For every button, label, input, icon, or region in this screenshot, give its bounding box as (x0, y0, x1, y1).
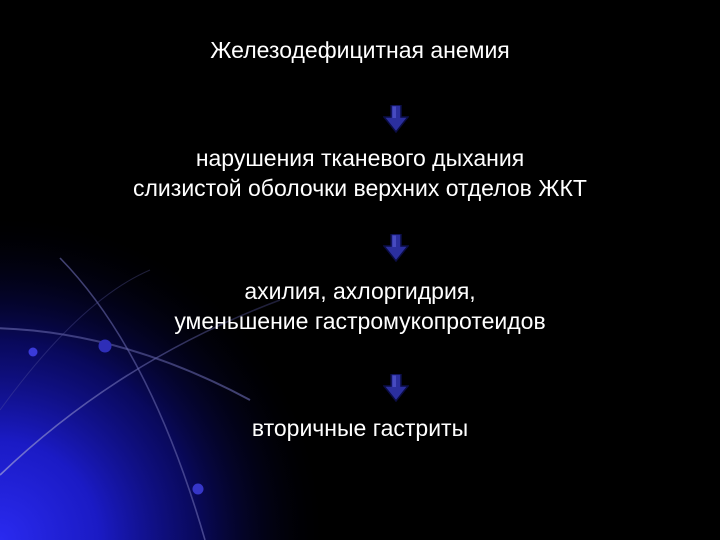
decorative-dot (98, 339, 112, 353)
down-arrow-icon (383, 374, 409, 402)
step-1-line-2: слизистой оболочки верхних отделов ЖКТ (133, 175, 587, 201)
decorative-arc (0, 327, 251, 401)
decorative-dot (28, 347, 38, 357)
down-arrow-icon (383, 234, 409, 262)
step-2-line-2: уменьшение гастромукопротеидов (174, 308, 546, 334)
step-1-line-1: нарушения тканевого дыхания (195, 145, 525, 171)
step-2-line-1: ахилия, ахлоргидрия, (244, 278, 476, 304)
decorative-arc (0, 299, 281, 476)
decorative-arc (59, 257, 206, 540)
down-arrow-icon (383, 105, 409, 133)
step-3-line-1: вторичные гастриты (251, 415, 469, 441)
decorative-arc (0, 269, 151, 411)
slide-title: Железодефицитная анемия (210, 37, 510, 63)
decorative-dot (192, 483, 204, 495)
